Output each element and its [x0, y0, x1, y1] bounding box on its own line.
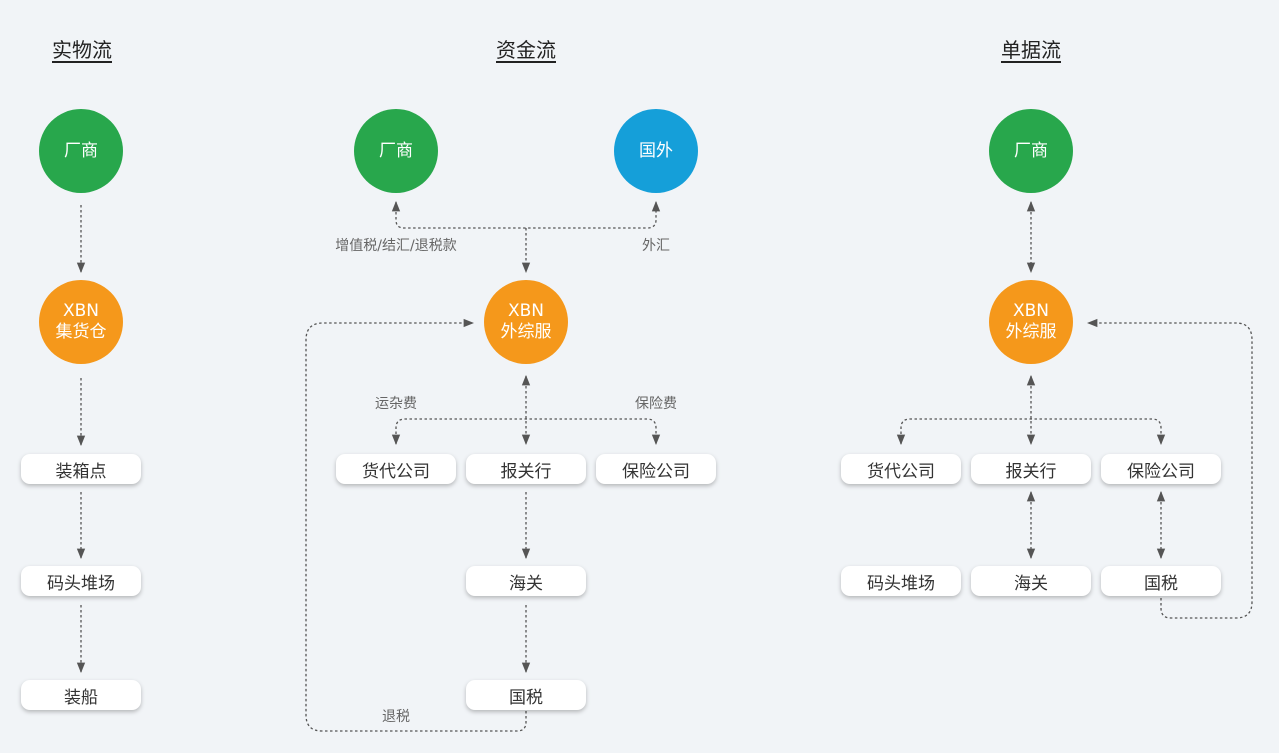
docs-broker-box: 报关行 [971, 454, 1091, 484]
label-refund: 退税 [382, 709, 410, 725]
physical-packing-box: 装箱点 [21, 454, 141, 484]
capital-tax-box: 国税 [466, 680, 586, 710]
docs-customs-box: 海关 [971, 566, 1091, 596]
node-label: 厂商 [379, 140, 413, 161]
capital-manufacturer-node: 厂商 [354, 109, 438, 193]
node-label-line2: 集货仓 [55, 322, 107, 342]
label-forex: 外汇 [642, 238, 670, 254]
node-label: 厂商 [1014, 140, 1048, 161]
docs-hub-node: XBN 外综服 [989, 280, 1073, 364]
docs-branch [896, 418, 1166, 446]
docs-insurer-box: 保险公司 [1101, 454, 1221, 484]
docs-yard-box: 码头堆场 [841, 566, 961, 596]
label-insurance-fee: 保险费 [635, 396, 677, 412]
title-physical-flow: 实物流 [52, 38, 112, 62]
capital-insurer-box: 保险公司 [596, 454, 716, 484]
node-label-line1: XBN [1012, 301, 1050, 321]
title-document-flow: 单据流 [1001, 38, 1061, 62]
capital-top-branch [391, 200, 661, 229]
node-label-line2: 外综服 [1005, 322, 1057, 342]
capital-overseas-node: 国外 [614, 109, 698, 193]
physical-manufacturer-node: 厂商 [39, 109, 123, 193]
label-freight: 运杂费 [375, 396, 417, 412]
docs-manufacturer-node: 厂商 [989, 109, 1073, 193]
docs-tax-box: 国税 [1101, 566, 1221, 596]
physical-loading-box: 装船 [21, 680, 141, 710]
node-label: 厂商 [64, 140, 98, 161]
node-label: 国外 [639, 140, 673, 161]
capital-customs-box: 海关 [466, 566, 586, 596]
docs-tax-loop [1086, 318, 1253, 619]
node-label-line2: 外综服 [500, 322, 552, 342]
capital-broker-box: 报关行 [466, 454, 586, 484]
capital-hub-node: XBN 外综服 [484, 280, 568, 364]
physical-warehouse-node: XBN 集货仓 [39, 280, 123, 364]
node-label-line1: XBN [62, 301, 100, 321]
label-tax-settlement: 增值税/结汇/退税款 [335, 238, 457, 254]
docs-forwarder-box: 货代公司 [841, 454, 961, 484]
capital-fee-branch [391, 418, 661, 446]
title-capital-flow: 资金流 [496, 38, 556, 62]
capital-refund-loop [305, 318, 527, 732]
node-label-line1: XBN [507, 301, 545, 321]
capital-forwarder-box: 货代公司 [336, 454, 456, 484]
physical-yard-box: 码头堆场 [21, 566, 141, 596]
